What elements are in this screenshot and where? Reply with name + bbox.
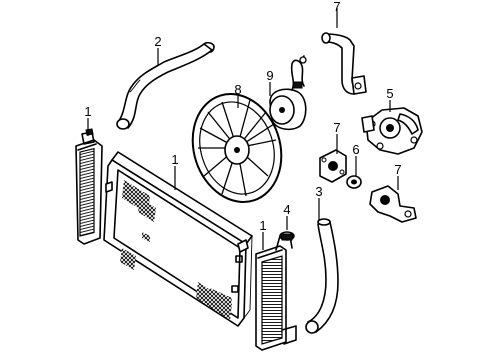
callout-outlet-mid: 7 (333, 120, 340, 135)
water-pump (361, 107, 423, 155)
callout-outlet-top: 7 (333, 0, 340, 14)
water-outlet-low (369, 185, 417, 223)
radiator-cap (279, 231, 295, 241)
callout-gasket: 6 (352, 142, 359, 157)
water-outlet-mid (319, 149, 347, 183)
callout-fan-blade: 8 (234, 82, 241, 97)
callout-outlet-low: 7 (394, 162, 401, 177)
callout-cap: 4 (283, 202, 290, 217)
fan-motor (269, 55, 307, 131)
water-outlet-top (321, 32, 367, 95)
leader-lines (87, 8, 399, 250)
callout-radiator: 1 (171, 152, 178, 167)
fan-blade (191, 93, 283, 203)
callout-lower-hose: 3 (315, 184, 322, 199)
callout-water-pump: 5 (386, 86, 393, 101)
lower-hose (305, 218, 339, 334)
callout-fan-motor: 9 (266, 68, 273, 83)
right-tank (255, 235, 297, 351)
callout-right-tank: 1 (259, 218, 266, 233)
left-tank (75, 128, 103, 245)
callout-left-tank: 1 (84, 104, 91, 119)
callout-upper-hose: 2 (154, 34, 161, 49)
upper-hose (116, 41, 215, 130)
radiator (103, 151, 253, 327)
gasket (346, 175, 362, 189)
